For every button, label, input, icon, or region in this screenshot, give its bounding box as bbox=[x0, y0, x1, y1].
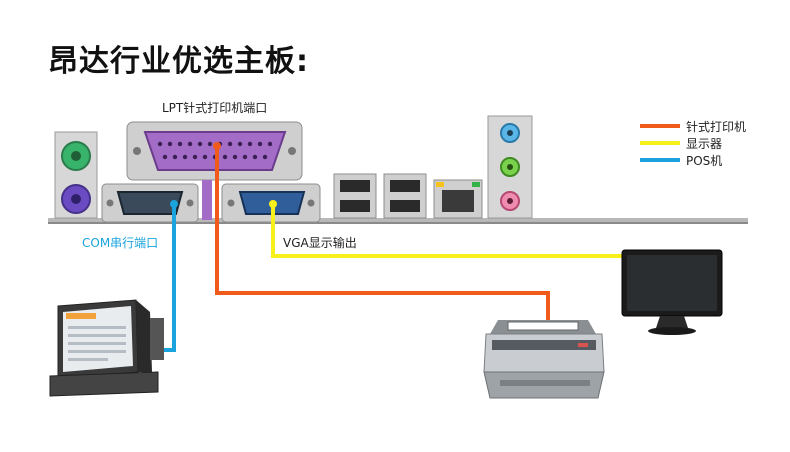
lpt-connection-line bbox=[215, 146, 550, 322]
usb-ports bbox=[333, 173, 427, 219]
com-connection-dot bbox=[170, 200, 178, 208]
ps2-ports bbox=[54, 131, 98, 219]
lan-port bbox=[433, 179, 483, 219]
com-port-label: COM串行端口 bbox=[82, 236, 159, 250]
legend-label-monitor: 显示器 bbox=[686, 136, 723, 151]
vga-port-label: VGA显示输出 bbox=[283, 236, 357, 250]
legend-item-printer: 针式打印机 bbox=[640, 118, 746, 134]
legend-swatch-yellow bbox=[640, 141, 680, 145]
legend-swatch-blue bbox=[640, 158, 680, 162]
vga-connection-dot bbox=[269, 200, 277, 208]
legend-swatch-orange bbox=[640, 124, 680, 128]
vga-connection-line bbox=[271, 204, 622, 258]
lpt-port-label: LPT针式打印机端口 bbox=[162, 101, 268, 115]
io-backplate bbox=[48, 218, 748, 224]
audio-jacks bbox=[487, 115, 533, 219]
lpt-port bbox=[126, 121, 303, 220]
printer-image bbox=[483, 320, 605, 399]
legend-item-monitor: 显示器 bbox=[640, 135, 722, 151]
page-title: 昂达行业优选主板: bbox=[48, 44, 309, 79]
monitor-image bbox=[621, 249, 723, 335]
com-port bbox=[101, 183, 199, 223]
legend-item-pos: POS机 bbox=[640, 152, 722, 168]
legend-label-pos: POS机 bbox=[686, 153, 723, 168]
lpt-connection-dot bbox=[213, 142, 221, 150]
legend-label-printer: 针式打印机 bbox=[686, 119, 747, 134]
pos-terminal-image bbox=[49, 299, 164, 397]
